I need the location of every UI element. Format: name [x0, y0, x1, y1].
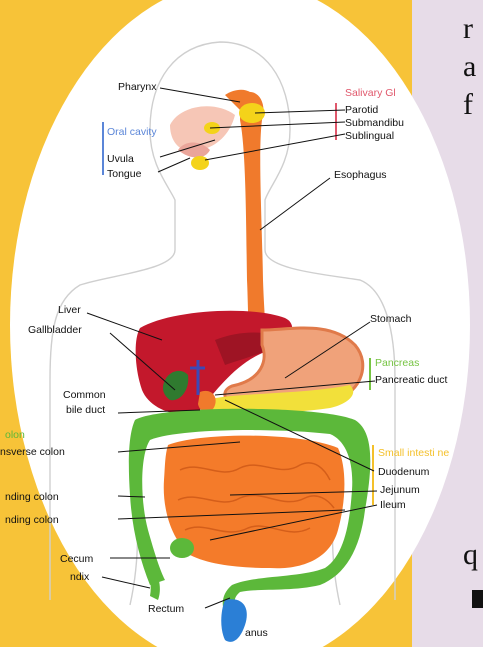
label-cecum: Cecum — [60, 553, 94, 565]
label-salivary-glands: Salivary Gl — [345, 87, 396, 99]
label-descending-colon: nding colon — [5, 514, 59, 526]
side-text-a: a — [463, 52, 476, 82]
label-jejunum: Jejunum — [380, 484, 420, 496]
label-appendix: ndix — [70, 571, 90, 583]
label-stomach: Stomach — [370, 313, 412, 325]
label-parotid: Parotid — [345, 104, 378, 116]
label-pancreas: Pancreas — [375, 357, 419, 369]
label-ascending-colon: nding colon — [5, 491, 59, 503]
label-pancreatic-duct: Pancreatic duct — [375, 374, 447, 386]
side-text-q: q — [463, 540, 478, 570]
label-bile-duct: bile duct — [66, 404, 105, 416]
label-common: Common — [63, 389, 106, 401]
label-gallbladder: Gallbladder — [28, 324, 82, 336]
label-transverse-colon: nsverse colon — [0, 446, 65, 458]
label-tongue: Tongue — [107, 168, 142, 180]
label-submandibular: Submandibu — [345, 117, 404, 129]
label-esophagus: Esophagus — [334, 169, 387, 181]
label-duodenum: Duodenum — [378, 466, 430, 478]
label-rectum: Rectum — [148, 603, 184, 615]
label-uvula: Uvula — [107, 153, 134, 165]
cecum-shape — [170, 538, 194, 558]
duodenum-shape — [198, 391, 216, 412]
side-text-r: r — [463, 14, 473, 44]
label-oral-cavity: Oral cavity — [107, 126, 157, 138]
label-anus: anus — [245, 627, 268, 639]
label-sublingual: Sublingual — [345, 130, 394, 142]
label-liver: Liver — [58, 304, 81, 316]
label-colon: olon — [5, 429, 25, 441]
side-text-f: f — [463, 90, 473, 120]
label-pharynx: Pharynx — [118, 81, 157, 93]
submandibular-gland — [191, 156, 209, 170]
label-ileum: Ileum — [380, 499, 406, 511]
label-small-intestine: Small intesti ne — [378, 447, 449, 459]
side-block-marker — [472, 590, 483, 608]
